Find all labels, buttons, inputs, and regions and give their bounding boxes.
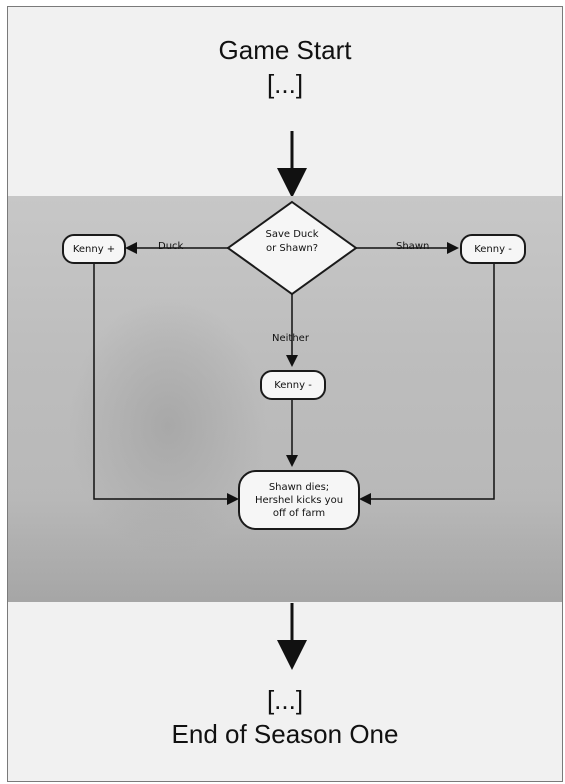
outcome-line-3: off of farm (272, 507, 326, 519)
ellipsis-bottom: [...] (266, 685, 304, 715)
outer-arrows (277, 131, 307, 670)
arrow-right-to-outcome (359, 264, 495, 505)
game-start-title: Game Start [...] (8, 33, 562, 101)
game-start-label: Game Start (218, 35, 352, 65)
node-kenny-plus: Kenny + (62, 234, 126, 264)
outcome-line-2: Hershel kicks you (254, 494, 344, 506)
ellipsis-top: [...] (266, 69, 304, 99)
node-kenny-minus-middle: Kenny - (260, 370, 326, 400)
arrow-left-to-outcome (93, 264, 239, 505)
node-kenny-minus-right: Kenny - (460, 234, 526, 264)
page: Game Start [...] (7, 6, 563, 782)
node-outcome: Shawn dies; Hershel kicks you off of far… (238, 470, 360, 530)
background-shade (68, 296, 268, 556)
end-of-season-label: End of Season One (171, 719, 399, 749)
edge-label-neither: Neither (272, 333, 309, 344)
decision-line-1: Save Duck (265, 229, 319, 240)
edge-label-duck: Duck (158, 241, 184, 252)
edge-label-shawn: Shawn (396, 241, 430, 252)
decision-text: Save Duck or Shawn? (242, 228, 342, 256)
outcome-line-1: Shawn dies; (268, 481, 330, 493)
flowchart-panel: Save Duck or Shawn? Duck Shawn Neither K… (8, 196, 562, 602)
decision-line-2: or Shawn? (265, 243, 319, 254)
end-title: [...] End of Season One (8, 683, 562, 751)
flow-arrows (93, 200, 495, 505)
